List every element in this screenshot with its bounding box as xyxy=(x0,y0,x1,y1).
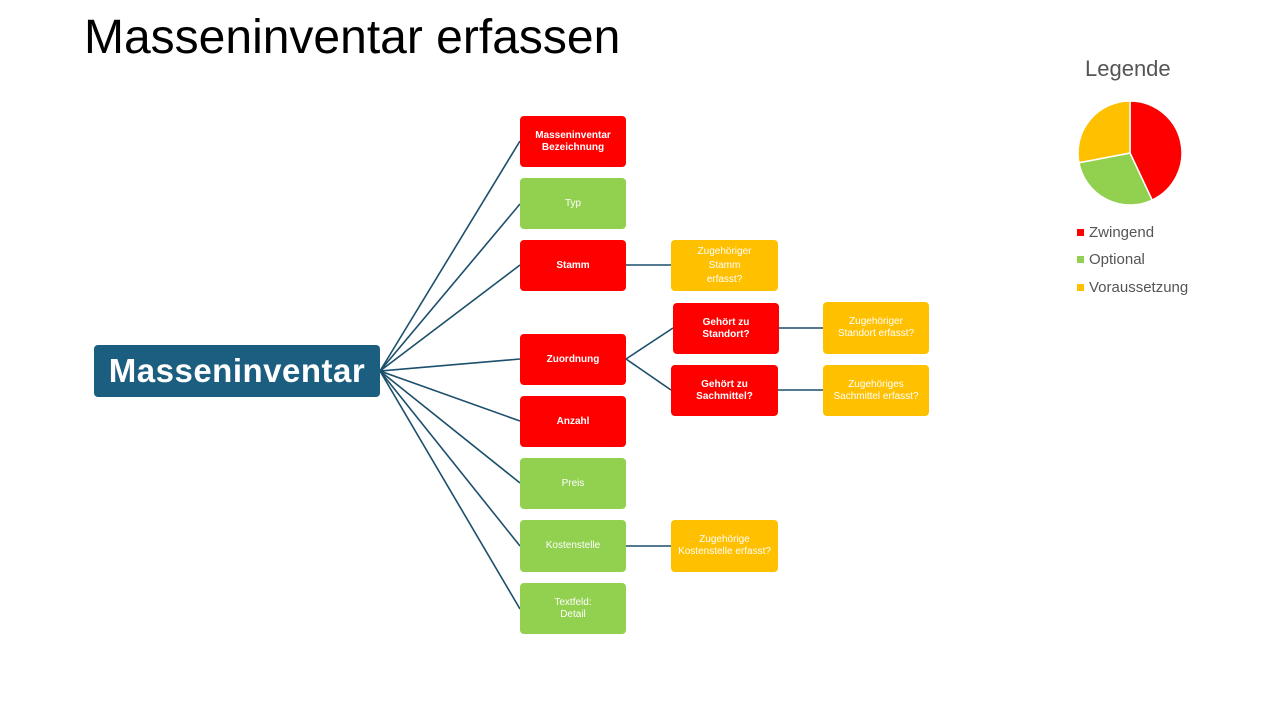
node-sachmittel-check: Zugehöriges Sachmittel erfasst? xyxy=(823,365,929,416)
legend-label-voraussetzung: Voraussetzung xyxy=(1089,279,1189,296)
connector-root-zuordnung xyxy=(379,358,521,372)
node-stamm-check: Zugehöriger Stamm erfasst? xyxy=(671,240,778,291)
node-kostenstelle-check: Zugehörige Kostenstelle erfasst? xyxy=(671,520,778,572)
connector-root-kostenstelle xyxy=(379,370,521,547)
node-textfeld-detail: Textfeld: Detail xyxy=(520,583,626,634)
connector-root-typ xyxy=(379,203,521,372)
pie-slice-voraussetzung xyxy=(1077,100,1131,164)
pie-slice-zwingend xyxy=(1129,100,1183,202)
node-zuordnung: Zuordnung xyxy=(520,334,626,385)
legend-pie-chart xyxy=(1077,100,1183,206)
connector-root-textfeld xyxy=(379,370,521,610)
connector-zuordnung-standort xyxy=(625,327,674,360)
node-kostenstelle: Kostenstelle xyxy=(520,520,626,572)
connector-root-bezeichnung xyxy=(379,140,521,372)
legend-item-optional: Optional xyxy=(1077,251,1145,268)
legend-swatch-voraussetzung xyxy=(1077,284,1084,291)
node-standort-check: Zugehöriger Standort erfasst? xyxy=(823,302,929,354)
node-anzahl: Anzahl xyxy=(520,396,626,447)
connector-root-anzahl xyxy=(379,370,521,422)
legend-swatch-zwingend xyxy=(1077,229,1084,236)
node-masseninventar-bezeichnung: Masseninventar Bezeichnung xyxy=(520,116,626,167)
page-title: Masseninventar erfassen xyxy=(84,11,621,64)
legend-label-optional: Optional xyxy=(1089,251,1145,268)
pie-slice-optional xyxy=(1078,152,1154,206)
node-stamm: Stamm xyxy=(520,240,626,291)
node-typ: Typ xyxy=(520,178,626,229)
node-preis: Preis xyxy=(520,458,626,509)
node-standort-question: Gehört zu Standort? xyxy=(673,303,779,354)
legend-item-zwingend: Zwingend xyxy=(1077,224,1154,241)
legend-label-zwingend: Zwingend xyxy=(1089,224,1155,241)
legend-swatch-optional xyxy=(1077,256,1084,263)
connector-zuordnung-sachmittel xyxy=(625,358,672,391)
node-sachmittel-question: Gehört zu Sachmittel? xyxy=(671,365,778,416)
connector-root-stamm xyxy=(379,264,521,372)
legend-title: Legende xyxy=(1085,56,1171,81)
connector-root-preis xyxy=(379,370,521,484)
legend-item-voraussetzung: Voraussetzung xyxy=(1077,279,1188,296)
root-node-masseninventar: Masseninventar xyxy=(94,345,380,397)
